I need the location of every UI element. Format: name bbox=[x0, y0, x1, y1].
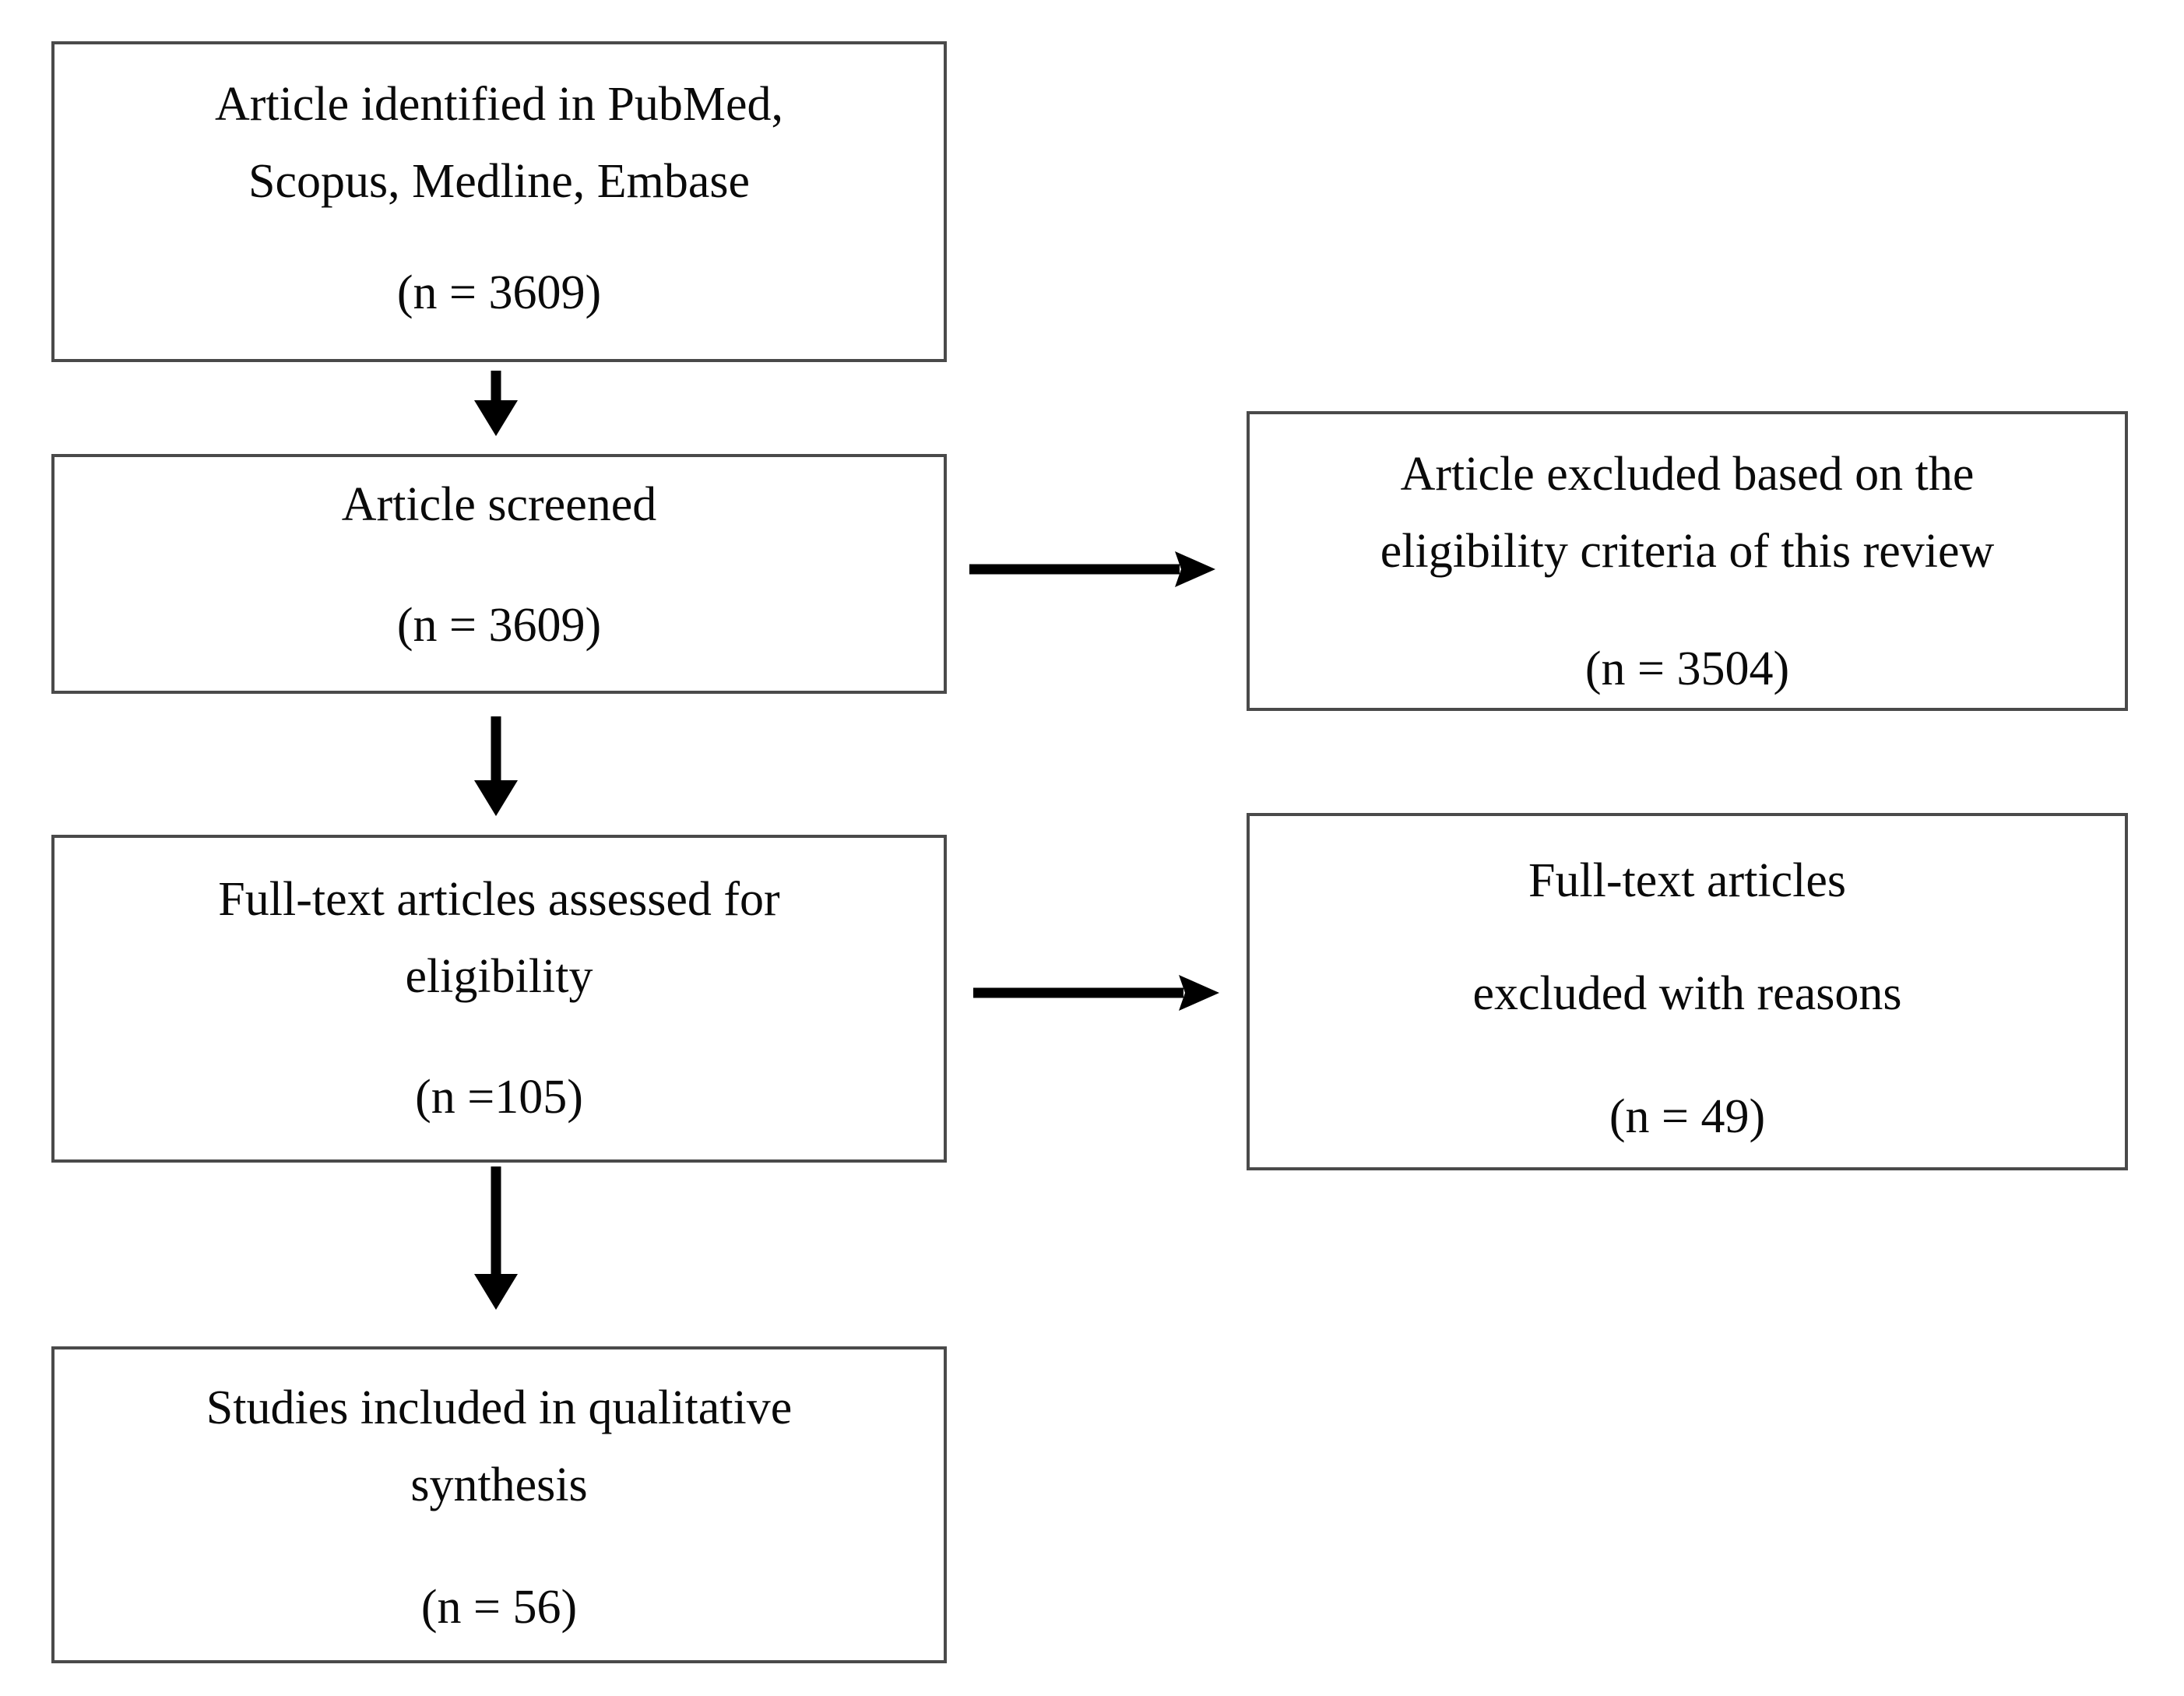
box-count: (n = 3609) bbox=[396, 599, 602, 653]
box-count: (n = 49) bbox=[1609, 1090, 1766, 1144]
arrow-screened-to-assessed-icon bbox=[474, 716, 518, 816]
box-text-line: Article excluded based on the bbox=[1400, 448, 1975, 501]
box-studies-included: Studies included in qualitative synthesi… bbox=[51, 1346, 947, 1663]
box-text-line: eligibility criteria of this review bbox=[1380, 525, 1995, 579]
box-text-line: Article screened bbox=[341, 478, 657, 531]
box-fulltext-excluded: Full-text articles excluded with reasons… bbox=[1247, 813, 2128, 1170]
box-articles-excluded: Article excluded based on the eligibilit… bbox=[1247, 411, 2128, 711]
box-fulltext-assessed: Full-text articles assessed for eligibil… bbox=[51, 835, 947, 1163]
box-text-line: synthesis bbox=[410, 1458, 588, 1512]
box-text-line: Scopus, Medline, Embase bbox=[248, 155, 750, 209]
arrow-assessed-to-included-icon bbox=[474, 1166, 518, 1310]
box-count: (n = 56) bbox=[420, 1581, 578, 1634]
box-count: (n =105) bbox=[415, 1071, 583, 1124]
box-text-line: Article identified in PubMed, bbox=[214, 78, 784, 131]
box-count: (n = 3504) bbox=[1584, 642, 1790, 696]
box-articles-screened: Article screened (n = 3609) bbox=[51, 454, 947, 694]
arrow-screened-to-excluded-icon bbox=[969, 551, 1215, 587]
arrow-identified-to-screened-icon bbox=[474, 371, 518, 436]
box-text-line: Full-text articles assessed for bbox=[218, 873, 780, 926]
box-articles-identified: Article identified in PubMed, Scopus, Me… bbox=[51, 41, 947, 362]
box-text-line: Studies included in qualitative bbox=[206, 1381, 793, 1434]
box-text-line: eligibility bbox=[405, 950, 593, 1004]
box-count: (n = 3609) bbox=[396, 266, 602, 320]
box-text-line: Full-text articles bbox=[1528, 854, 1847, 907]
box-text-line: excluded with reasons bbox=[1472, 967, 1902, 1021]
arrow-assessed-to-ft-excluded-icon bbox=[973, 975, 1219, 1011]
